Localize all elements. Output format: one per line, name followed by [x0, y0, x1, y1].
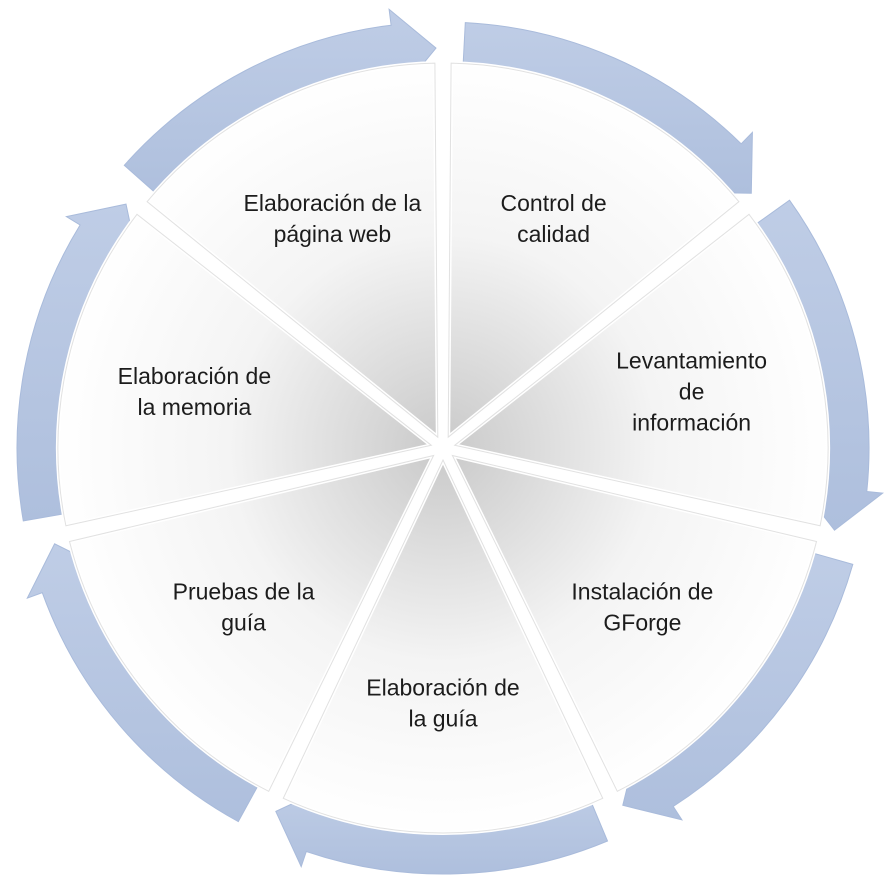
- cycle-label-line: Elaboración de: [118, 363, 271, 389]
- cycle-label-pruebas: Pruebas de la guía: [173, 579, 315, 636]
- cycle-segment-gforge: [448, 452, 819, 795]
- cycle-label-line: GForge: [603, 610, 681, 636]
- cycle-segment-edge-levantamiento: [453, 213, 829, 527]
- cycle-label-levantamiento: Levantamiento de información: [616, 347, 767, 435]
- cycle-label-line: la memoria: [138, 394, 252, 420]
- cycle-segment-edge-control: [447, 62, 740, 439]
- cycle-label-control: Control de calidad: [501, 190, 607, 247]
- cycle-segment-edge-gforge: [451, 454, 818, 792]
- cycle-label-web: Elaboración de la página web: [244, 190, 422, 247]
- cycle-label-line: Instalación de: [571, 579, 713, 605]
- cycle-label-line: la guía: [408, 706, 477, 732]
- cycle-label-line: Control de: [501, 190, 607, 216]
- cycle-segment-memoria: [55, 211, 436, 529]
- cycle-label-line: información: [632, 409, 751, 435]
- cycle-segment-levantamiento: [450, 211, 831, 529]
- cycle-segment-web: [144, 61, 440, 442]
- cycle-segment-edge-guia: [282, 458, 604, 834]
- cycle-label-line: Elaboración de: [366, 675, 519, 701]
- cycle-segment-edge-pruebas: [68, 454, 435, 792]
- cycle-segment-control: [446, 61, 742, 442]
- cycle-segment-pruebas: [67, 452, 438, 795]
- cycle-label-line: calidad: [517, 221, 590, 247]
- cycle-label-line: Pruebas de la: [173, 579, 315, 605]
- cycle-label-line: Elaboración de la: [244, 190, 422, 216]
- cycle-label-gforge: Instalación de GForge: [571, 579, 713, 636]
- cycle-segment-guia: [280, 455, 606, 835]
- cycle-segments: [55, 61, 831, 835]
- cycle-segment-edge-memoria: [57, 213, 433, 527]
- cycle-label-line: guía: [221, 610, 266, 636]
- cycle-label-line: de: [679, 378, 705, 404]
- cycle-label-memoria: Elaboración de la memoria: [118, 363, 271, 420]
- cycle-label-guia: Elaboración de la guía: [366, 675, 519, 732]
- cycle-label-line: Levantamiento: [616, 347, 767, 373]
- cycle-label-line: página web: [274, 221, 392, 247]
- cycle-segment-edge-web: [146, 62, 439, 439]
